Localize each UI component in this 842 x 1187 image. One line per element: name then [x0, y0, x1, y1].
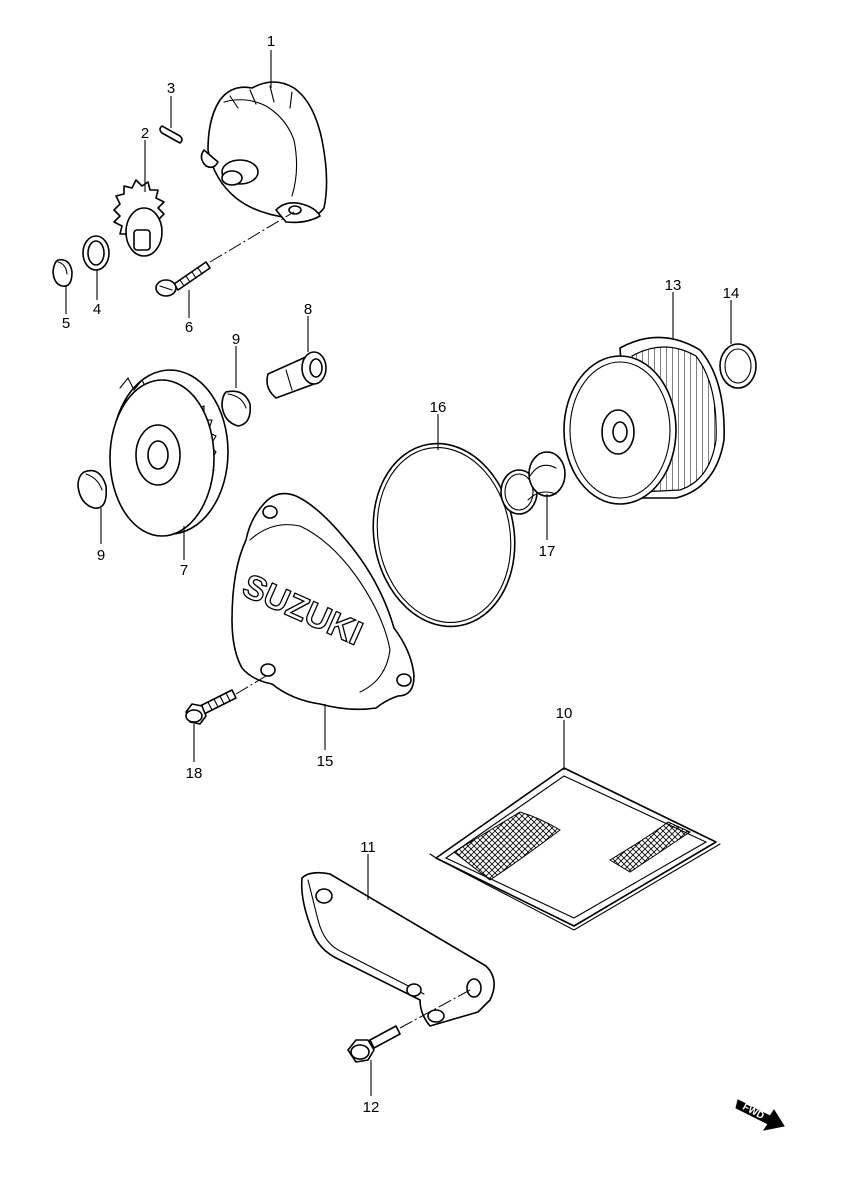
callout-9-upper: 9	[232, 331, 240, 348]
callout-3: 3	[167, 80, 175, 97]
circlip-upper	[221, 390, 252, 427]
callout-12: 12	[363, 1099, 380, 1116]
fwd-label: FWD	[741, 1102, 766, 1122]
o-ring	[372, 442, 516, 628]
bolt	[185, 675, 267, 725]
oil-filter	[563, 336, 725, 505]
callout-2: 2	[141, 125, 149, 142]
callout-17: 17	[539, 543, 556, 560]
plate	[300, 871, 495, 1027]
callout-8: 8	[304, 301, 312, 318]
callout-15: 15	[317, 753, 334, 770]
callout-13: 13	[665, 277, 682, 294]
pin	[159, 125, 183, 144]
callout-16: 16	[430, 399, 447, 416]
oil-pump-driven-gear	[109, 369, 229, 537]
circlip	[52, 258, 73, 288]
callout-4: 4	[93, 301, 101, 318]
callout-14: 14	[723, 285, 740, 302]
plate-bolt	[347, 989, 471, 1063]
oil-filter-cap: SUZUKI	[231, 492, 415, 711]
oil-pump-body	[200, 81, 328, 224]
leader-lines	[65, 50, 732, 1096]
o-ring-small	[719, 343, 757, 389]
callout-1: 1	[267, 33, 275, 50]
callout-numbers: 1 2 3 4 5 6 8 9 7 9 16 17 13 14 15 18 10…	[62, 33, 740, 1116]
screw	[155, 211, 295, 297]
forward-direction-arrow: FWD	[735, 1099, 785, 1131]
callout-10: 10	[556, 705, 573, 722]
callout-5: 5	[62, 315, 70, 332]
callout-18: 18	[186, 765, 203, 782]
callout-7: 7	[180, 562, 188, 579]
washer	[82, 235, 110, 271]
oil-strainer	[429, 767, 721, 931]
callout-6: 6	[185, 319, 193, 336]
circlip-lower	[77, 469, 108, 509]
oil-pump-drive-gear	[113, 179, 165, 257]
drive-shaft	[266, 351, 327, 399]
spring	[500, 451, 566, 515]
callout-9-lower: 9	[97, 547, 105, 564]
callout-11: 11	[360, 839, 376, 856]
